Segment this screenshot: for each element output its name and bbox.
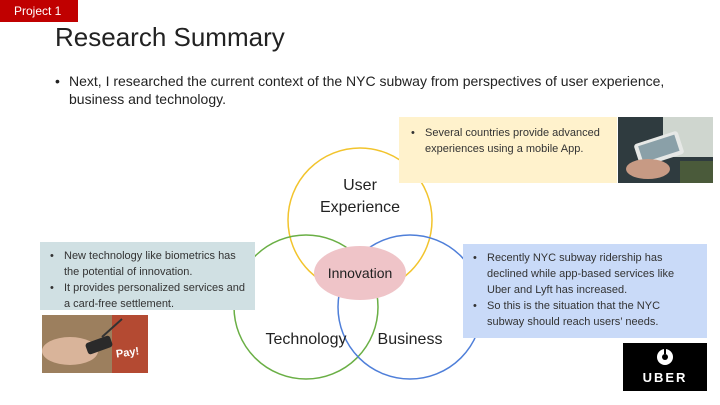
uber-logo: UBER bbox=[623, 343, 707, 391]
business-label: Business bbox=[377, 331, 443, 348]
ux-label-line2: Experience bbox=[319, 199, 401, 216]
intro-bullet: • Next, I researched the current context… bbox=[55, 72, 695, 108]
innovation-ellipse: Innovation bbox=[314, 246, 406, 300]
technology-label: Technology bbox=[265, 331, 347, 348]
ux-note-box: Several countries provide advanced exper… bbox=[399, 117, 617, 183]
ux-label-line1: User bbox=[343, 177, 377, 194]
technology-note-box: New technology like biometrics has the p… bbox=[40, 242, 255, 310]
uber-icon bbox=[657, 346, 673, 365]
intro-text: Next, I researched the current context o… bbox=[69, 73, 665, 107]
uber-wordmark: UBER bbox=[642, 370, 688, 385]
ux-note-item: Several countries provide advanced exper… bbox=[409, 125, 609, 157]
mobile-payment-photo bbox=[618, 117, 713, 183]
slide-title: Research Summary bbox=[55, 22, 285, 52]
project-tag: Project 1 bbox=[0, 0, 78, 22]
card-free-payment-photo: Pay! bbox=[42, 315, 148, 373]
bullet-dot-icon: • bbox=[55, 73, 60, 89]
technology-note-item: It provides personalized services and a … bbox=[48, 280, 249, 312]
ux-label: User Experience bbox=[300, 175, 420, 219]
pay-device-illustration bbox=[42, 315, 148, 373]
phone-payment-illustration bbox=[618, 117, 713, 183]
business-note-item: So this is the situation that the NYC su… bbox=[471, 298, 699, 330]
technology-note-item: New technology like biometrics has the p… bbox=[48, 248, 249, 280]
business-note-box: Recently NYC subway ridership has declin… bbox=[463, 244, 707, 338]
business-note-item: Recently NYC subway ridership has declin… bbox=[471, 250, 699, 298]
